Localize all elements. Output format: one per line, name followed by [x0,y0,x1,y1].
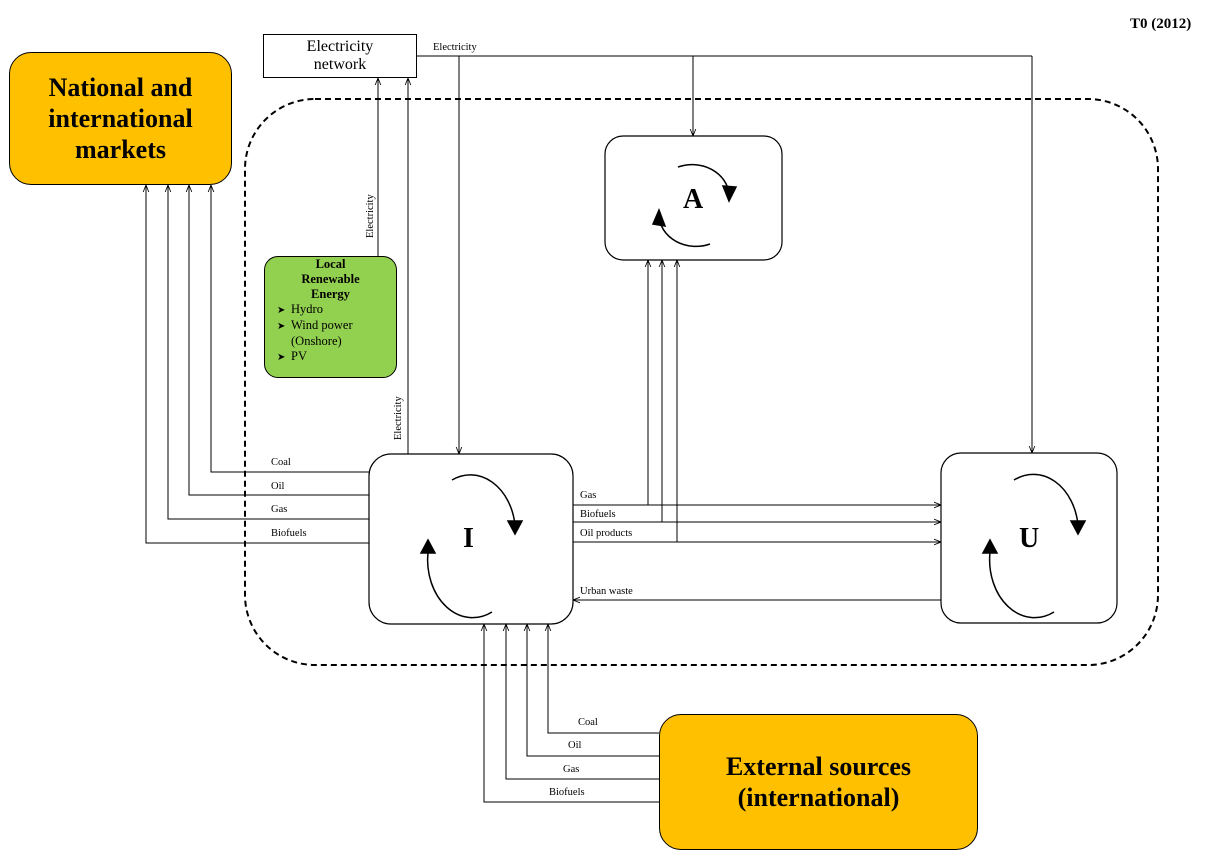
sector-i-label: I [463,523,474,554]
label-u-oil-products: Oil products [580,528,633,539]
renewable-item-label: Hydro [291,302,323,316]
arrow-bullet-icon: ➤ [277,321,286,332]
renewable-item-label: PV [291,349,307,363]
label-market-coal: Coal [271,457,291,468]
external-sources-box: External sources (international) [659,714,978,850]
electricity-network-box: Electricity network [263,34,417,78]
period-label: T0 (2012) [1130,16,1192,32]
markets-line-2: international [48,104,193,133]
label-i-electricity: Electricity [393,396,404,440]
renewable-item-label: Wind power [291,318,353,332]
sector-a-label: A [683,184,704,215]
region-boundary [244,98,1159,666]
sector-u-label: U [1019,523,1040,554]
label-u-biofuels: Biofuels [580,509,616,520]
cycle-icon-u [981,473,1087,619]
cycle-icon-a [651,163,738,248]
renewable-energy-box: Local Renewable Energy ➤ Hydro ➤ Wind powe… [264,256,397,378]
label-market-biofuels: Biofuels [271,528,307,539]
flow-i-to-markets-gas [168,185,369,520]
renewable-title-2: Renewable [301,272,360,286]
sector-u-box [940,452,1118,624]
flow-i-to-markets-coal [211,185,369,473]
label-renewable-electricity: Electricity [365,194,376,238]
external-line-2: (international) [737,783,900,812]
arrow-bullet-icon: ➤ [277,352,286,363]
network-line-2: network [313,56,367,73]
renewable-item-hydro: ➤ Hydro [269,302,392,318]
flow-external-to-i-coal [548,624,659,734]
markets-line-3: markets [75,135,166,164]
network-line-1: Electricity [306,38,374,55]
arrow-bullet-icon: ➤ [277,305,286,316]
label-ext-biofuels: Biofuels [549,787,585,798]
renewable-item-wind: ➤ Wind power [269,318,392,334]
renewable-title-1: Local [315,257,346,271]
markets-box: National and international markets [9,52,232,185]
label-ext-coal: Coal [578,717,598,728]
label-market-oil: Oil [271,481,285,492]
cycle-icon-i [419,474,524,619]
renewable-title-3: Energy [311,287,350,301]
label-ext-oil: Oil [568,740,582,751]
external-line-1: External sources [725,752,912,781]
renewable-item-wind-sub: (Onshore) [291,334,342,348]
flow-external-to-i-oil [527,624,659,757]
renewable-item-pv: ➤ PV [269,349,392,365]
flow-i-to-markets-biofuels [146,185,369,544]
label-market-gas: Gas [271,504,288,515]
sector-i-box [368,453,574,625]
label-ext-gas: Gas [563,764,580,775]
flow-external-to-i-biofuels [484,624,659,803]
label-network-electricity: Electricity [433,42,477,53]
markets-line-1: National and [48,73,193,102]
flow-external-to-i-gas [506,624,659,780]
flow-i-to-markets-oil [189,185,369,496]
label-urban-waste: Urban waste [580,586,633,597]
label-u-gas: Gas [580,490,597,501]
